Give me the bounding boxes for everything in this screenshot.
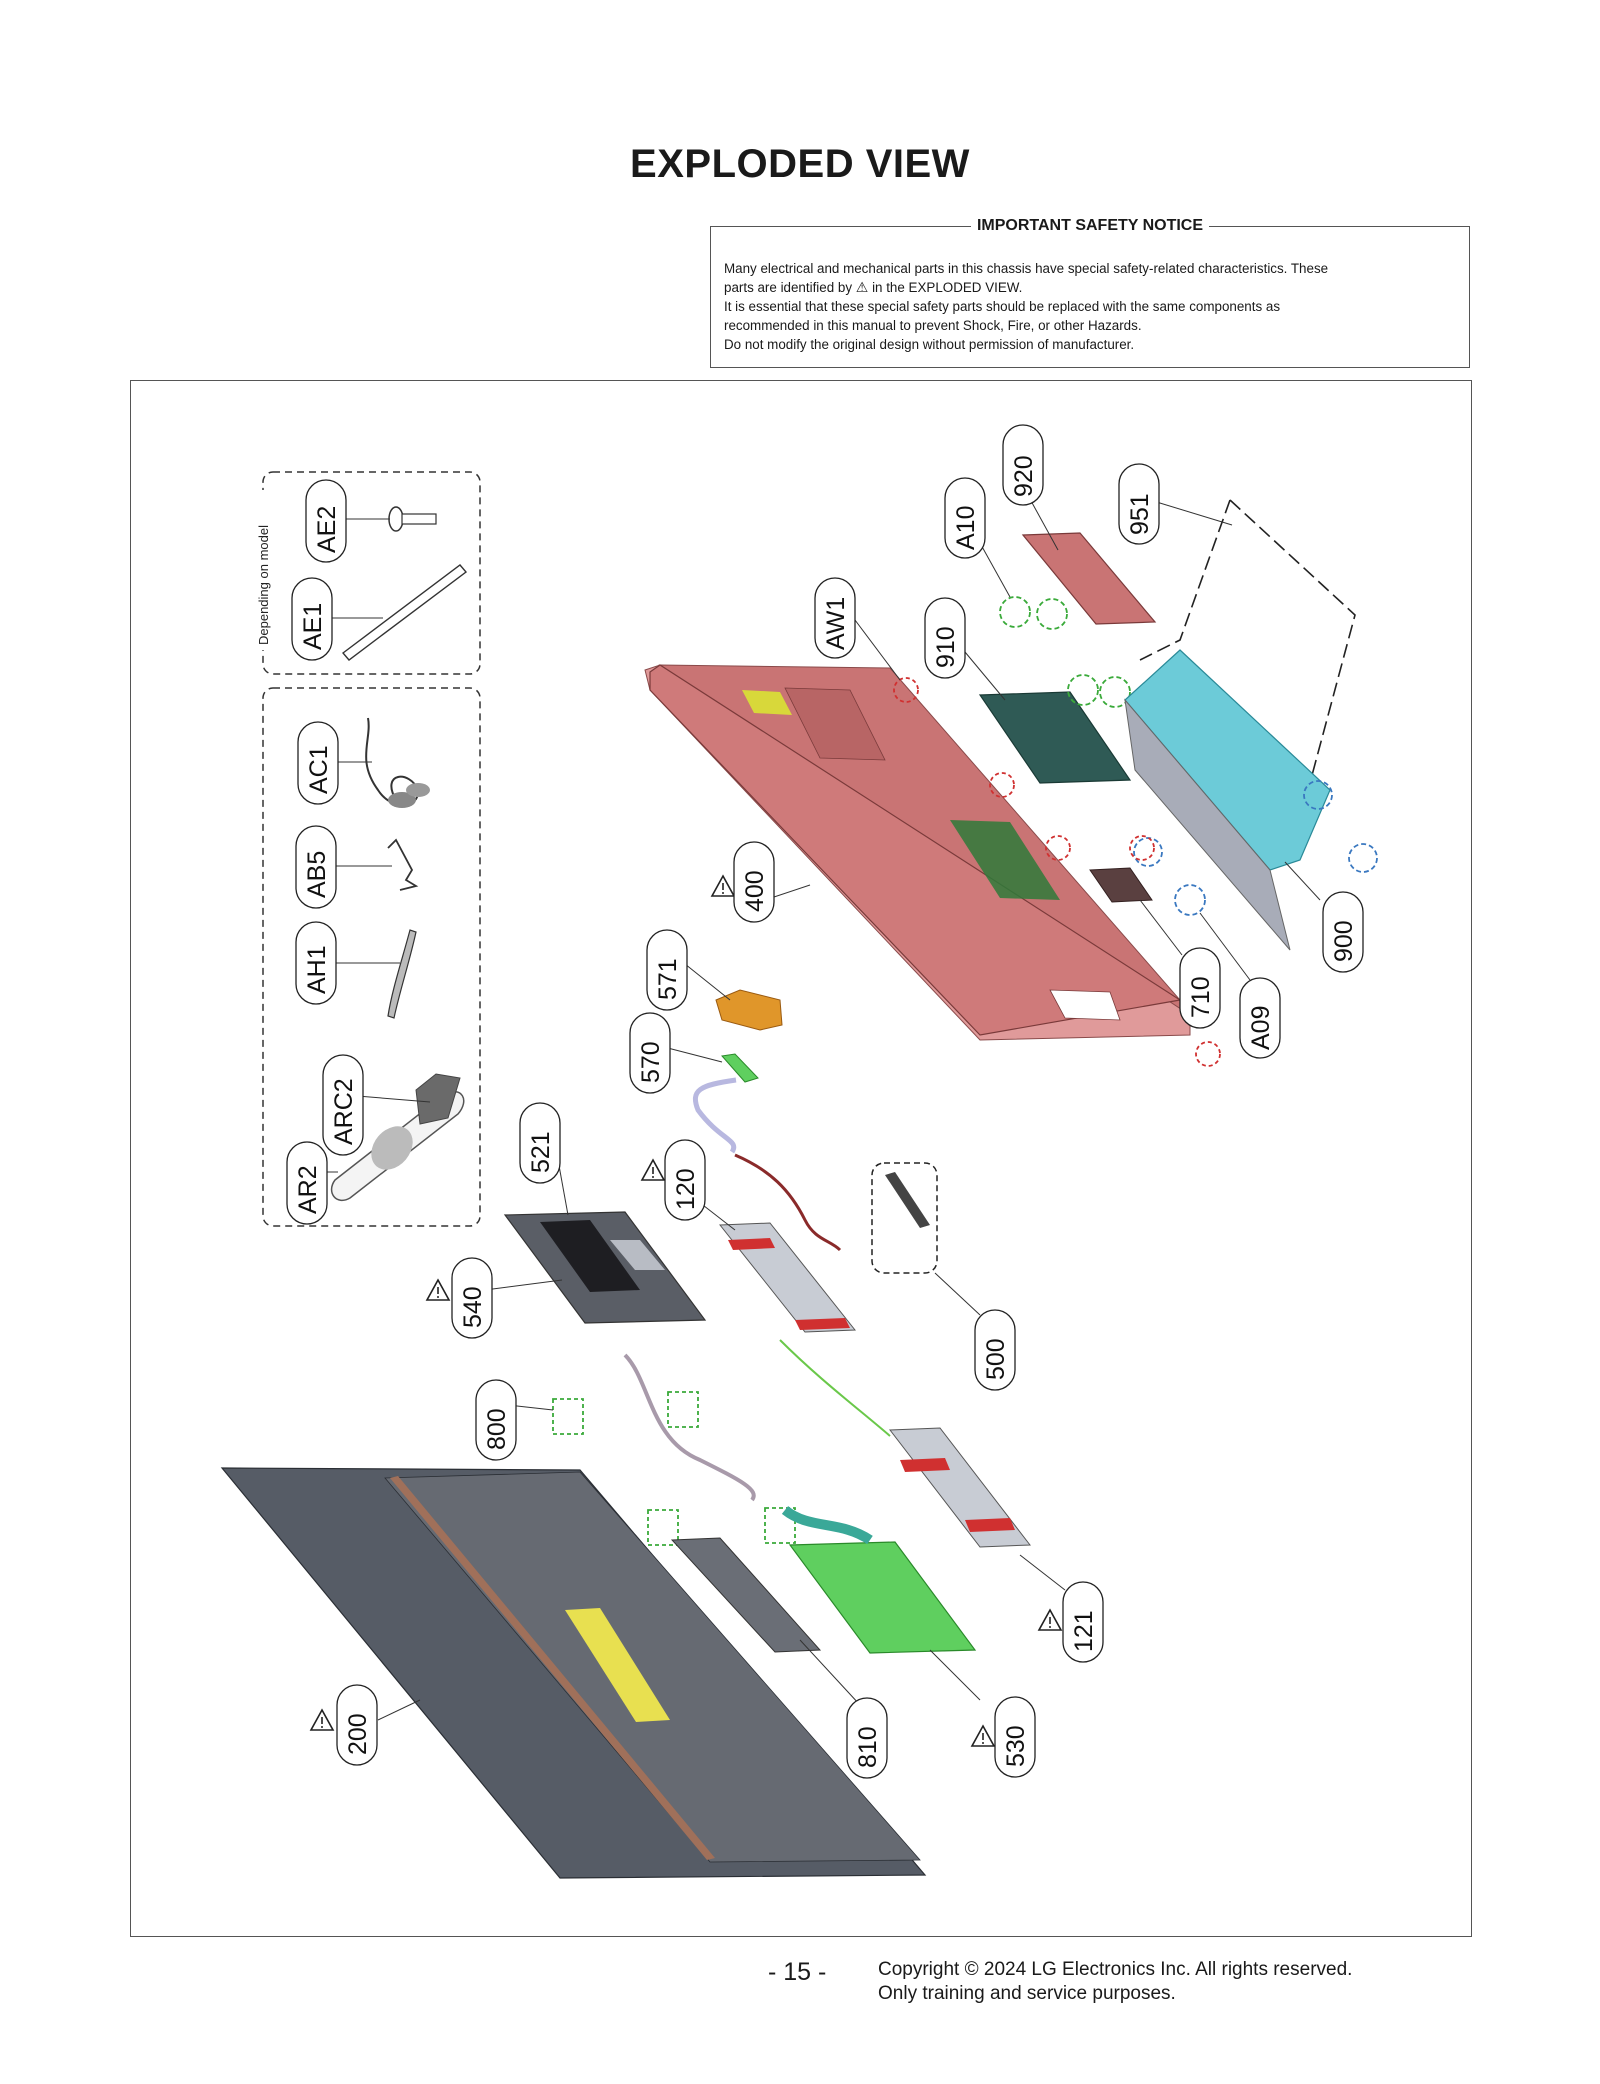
part-120-power-unit xyxy=(689,1194,857,1333)
part-571-bracket xyxy=(679,959,783,1031)
callout-AE1: AE1 xyxy=(291,577,333,661)
svg-text:810: 810 xyxy=(854,1726,882,1768)
part-500-group xyxy=(871,1162,981,1316)
svg-text:AE2: AE2 xyxy=(313,506,341,553)
part-AE1-strip xyxy=(325,564,468,661)
callout-121: 121 xyxy=(1038,1581,1104,1663)
svg-text:A10: A10 xyxy=(952,506,980,550)
red-screw-markers xyxy=(854,619,1221,1067)
svg-text:500: 500 xyxy=(982,1338,1010,1380)
safety-notice-body: Many electrical and mechanical parts in … xyxy=(724,259,1456,354)
callout-AW1: AW1 xyxy=(814,577,856,659)
svg-text:AR2: AR2 xyxy=(294,1165,322,1214)
callout-AC1: AC1 xyxy=(297,721,339,805)
warning-triangle-icon: ⚠ xyxy=(855,279,869,295)
page-title: EXPLODED VIEW xyxy=(630,142,970,186)
part-AE2-screw xyxy=(330,506,437,532)
svg-text:521: 521 xyxy=(527,1131,555,1173)
safety-notice-box: IMPORTANT SAFETY NOTICE Many electrical … xyxy=(710,217,1470,368)
page-number: - 15 - xyxy=(768,1958,827,1986)
notice-line-5: Do not modify the original design withou… xyxy=(724,337,1135,352)
callout-A09: A09 xyxy=(1239,977,1281,1059)
part-121-power-unit xyxy=(779,1339,1066,1591)
part-900-speaker-box xyxy=(1124,649,1331,951)
callout-400: 400 xyxy=(711,841,775,923)
part-540-main-board xyxy=(484,1159,707,1324)
callout-AR2: AR2 xyxy=(286,1141,328,1225)
svg-text:A09: A09 xyxy=(1247,1006,1275,1050)
callout-120: 120 xyxy=(641,1139,706,1221)
callout-900: 900 xyxy=(1322,891,1364,973)
part-400-back-cover xyxy=(644,664,1191,1041)
callout-200: 200 xyxy=(310,1684,378,1766)
footer-copyright: Copyright © 2024 LG Electronics Inc. All… xyxy=(878,1958,1352,2006)
notice-line-2: parts are identified by ⚠ in the EXPLODE… xyxy=(724,279,1023,295)
callout-571: 571 xyxy=(646,929,688,1011)
svg-text:AH1: AH1 xyxy=(303,945,331,994)
part-810-bracket xyxy=(670,1537,861,1706)
svg-text:AB5: AB5 xyxy=(303,851,331,898)
part-710 xyxy=(1089,867,1183,956)
part-530-pcb xyxy=(781,1505,981,1701)
part-910-board xyxy=(954,639,1132,784)
part-951-outline xyxy=(1139,499,1356,821)
svg-text:900: 900 xyxy=(1330,920,1358,962)
callout-A10: A10 xyxy=(944,477,986,559)
notice-line-4: recommended in this manual to prevent Sh… xyxy=(724,318,1142,333)
callout-570: 570 xyxy=(629,1012,671,1094)
svg-text:920: 920 xyxy=(1010,455,1038,497)
part-A10-screws xyxy=(979,542,1068,630)
callout-710: 710 xyxy=(1179,947,1221,1029)
callout-800: 800 xyxy=(475,1379,517,1461)
svg-text:910: 910 xyxy=(932,626,960,668)
svg-text:AW1: AW1 xyxy=(822,597,850,650)
accessory-group-standard xyxy=(262,687,481,1227)
svg-text:570: 570 xyxy=(637,1041,665,1083)
part-AC1-cable xyxy=(330,717,430,808)
svg-text:200: 200 xyxy=(344,1713,372,1755)
svg-text:AC1: AC1 xyxy=(305,745,333,794)
svg-text:571: 571 xyxy=(654,958,682,1000)
part-200-panel xyxy=(220,1467,927,1879)
callout-540: 540 xyxy=(426,1257,493,1339)
svg-text:800: 800 xyxy=(483,1408,511,1450)
depending-on-model-label: Depending on model xyxy=(256,525,271,645)
svg-text:540: 540 xyxy=(459,1286,487,1328)
callout-AB5: AB5 xyxy=(295,825,337,909)
callout-ARC2: ARC2 xyxy=(322,1054,364,1156)
exploded-view-frame xyxy=(130,380,1472,1937)
svg-text:400: 400 xyxy=(741,870,769,912)
purpose-line: Only training and service purposes. xyxy=(878,1983,1176,2004)
svg-text:ARC2: ARC2 xyxy=(330,1078,358,1145)
callout-530: 530 xyxy=(971,1696,1036,1778)
callout-910: 910 xyxy=(924,597,966,679)
svg-text:530: 530 xyxy=(1002,1725,1030,1767)
callout-500: 500 xyxy=(974,1309,1016,1391)
svg-text:121: 121 xyxy=(1070,1610,1098,1652)
part-570-board xyxy=(659,1045,842,1252)
callout-AE2: AE2 xyxy=(305,479,347,563)
part-AB5-bracket xyxy=(330,838,419,891)
notice-line-1: Many electrical and mechanical parts in … xyxy=(724,261,1329,276)
callout-810: 810 xyxy=(846,1697,888,1779)
svg-text:120: 120 xyxy=(672,1168,700,1210)
callout-521: 521 xyxy=(519,1102,561,1184)
part-AH1-holder xyxy=(330,929,417,1019)
callout-AH1: AH1 xyxy=(295,921,337,1005)
part-800-clips xyxy=(507,1353,796,1546)
safety-notice-title: IMPORTANT SAFETY NOTICE xyxy=(970,217,1210,234)
callout-951: 951 xyxy=(1118,463,1160,545)
copyright-line: Copyright © 2024 LG Electronics Inc. All… xyxy=(878,1959,1353,1980)
svg-text:951: 951 xyxy=(1126,493,1154,535)
svg-text:AE1: AE1 xyxy=(299,603,327,650)
callout-920: 920 xyxy=(1002,424,1044,506)
svg-text:710: 710 xyxy=(1187,976,1215,1018)
part-A09-screw xyxy=(1133,780,1378,981)
notice-line-3: It is essential that these special safet… xyxy=(724,299,1281,314)
